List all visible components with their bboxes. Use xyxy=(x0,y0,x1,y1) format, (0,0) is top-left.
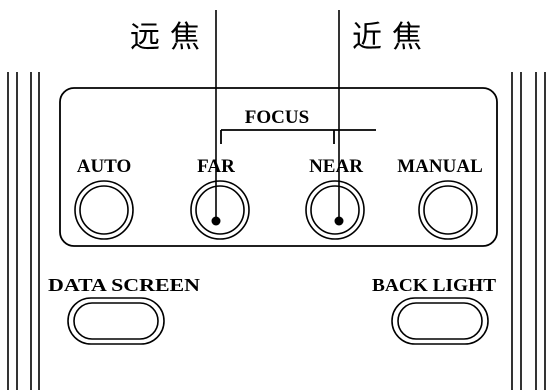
back-light-label: BACK LIGHT xyxy=(372,275,496,295)
focus-panel xyxy=(59,87,498,247)
right-casing xyxy=(511,72,546,390)
auto-button[interactable] xyxy=(74,180,134,240)
near-label: NEAR xyxy=(309,156,363,177)
far-button[interactable] xyxy=(190,180,250,240)
near-button-dot xyxy=(334,216,344,226)
far-label: FAR xyxy=(197,156,235,177)
left-casing xyxy=(7,72,40,390)
back-light-button[interactable] xyxy=(391,297,489,345)
focus-bracket xyxy=(220,129,376,144)
near-button[interactable] xyxy=(305,180,365,240)
near-focus-callout: 近焦 xyxy=(352,20,432,55)
data-screen-label: DATA SCREEN xyxy=(48,275,200,295)
far-button-dot xyxy=(211,216,221,226)
auto-label: AUTO xyxy=(77,156,132,177)
manual-button[interactable] xyxy=(418,180,478,240)
far-focus-callout: 远焦 xyxy=(130,20,210,55)
data-screen-button[interactable] xyxy=(67,297,165,345)
manual-label: MANUAL xyxy=(397,156,483,177)
focus-title: FOCUS xyxy=(245,107,309,128)
